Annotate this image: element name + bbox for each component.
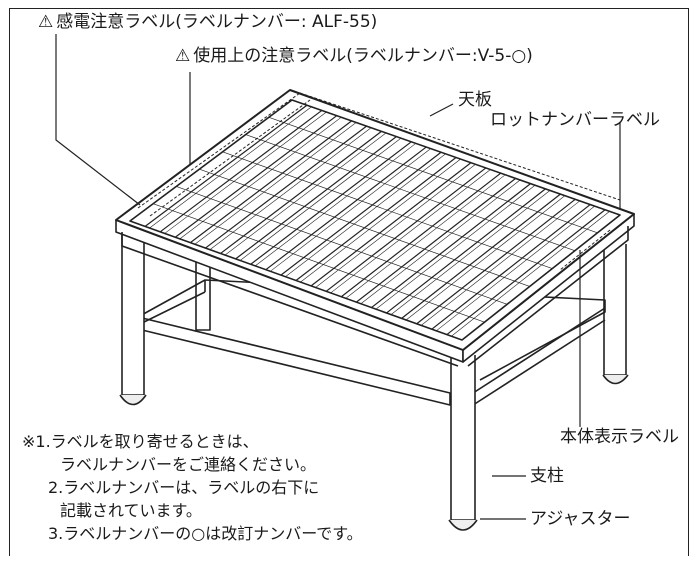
- grating-bar: [174, 115, 338, 238]
- grating-bar: [295, 157, 457, 281]
- electric-warning-text: 感電注意ラベル(ラベルナンバー: ALF-55): [56, 12, 378, 32]
- grating-crossbar: [222, 151, 553, 269]
- grating-bar-edge: [345, 174, 505, 299]
- note-line-5: 3.ラベルナンバーの○は改訂ナンバーです。: [48, 524, 363, 543]
- adjuster-label: アジャスター: [530, 509, 631, 529]
- pillar-label: 支柱: [530, 466, 564, 486]
- grating-bar: [159, 109, 323, 233]
- warning-icon: ⚠: [38, 12, 54, 32]
- usage-warning-label: ⚠使用上の注意ラベル(ラベルナンバー:V-5-○): [175, 46, 533, 66]
- grating-bar-edge: [148, 106, 312, 229]
- note-line-2: ラベルナンバーをご連絡ください。: [60, 455, 317, 474]
- note-line-3: 2.ラベルナンバーは、ラベルの右下に: [48, 478, 320, 497]
- back-leg-left: [195, 255, 211, 331]
- grating-bar-edge: [405, 195, 565, 321]
- grating-crossbar: [268, 116, 598, 234]
- label-positions: [137, 92, 621, 271]
- grating-bar: [355, 177, 517, 303]
- diagram-frame: [9, 8, 689, 556]
- back-leg-right: [602, 244, 629, 385]
- grating-crossbar: [153, 203, 485, 323]
- grating-bar-edge: [254, 143, 416, 267]
- grating-bar: [280, 151, 442, 276]
- grating-bar: [371, 183, 531, 309]
- body-display-label: 本体表示ラベル: [560, 427, 679, 447]
- front-leg-left: [119, 235, 147, 406]
- grating-bar: [310, 162, 472, 287]
- usage-warning-text: 使用上の注意ラベル(ラベルナンバー:V-5-○): [193, 46, 533, 66]
- grating-bar-edge: [360, 180, 520, 305]
- grating-bar-edge: [435, 206, 595, 332]
- note-line-1: ※1.ラベルを取り寄せるときは、: [22, 432, 259, 451]
- grating-bar: [250, 141, 412, 265]
- grating-bar-edge: [329, 169, 491, 294]
- grating-bar: [416, 198, 576, 325]
- leader-lines: [55, 34, 621, 520]
- grating-bar-edge: [390, 190, 550, 316]
- grating-bar-edge: [224, 133, 386, 256]
- grating-bar: [401, 193, 561, 319]
- grating-bar-edge: [164, 112, 326, 235]
- grating-bar: [220, 130, 382, 254]
- grating-bar: [190, 120, 352, 244]
- grating-crossbar: [245, 134, 575, 252]
- grating-bar-edge: [314, 164, 476, 289]
- grating-bar: [144, 104, 308, 227]
- grating-bar: [325, 167, 487, 292]
- grating-bar-edge: [284, 154, 446, 278]
- grating-bar-edge: [194, 122, 356, 245]
- front-leg-center: [448, 355, 478, 531]
- electric-warning-label: ⚠感電注意ラベル(ラベルナンバー: ALF-55): [38, 12, 377, 32]
- lot-number-label: ロットナンバーラベル: [490, 110, 660, 130]
- grating-bar: [205, 125, 367, 249]
- lower-stretcher: [137, 279, 606, 408]
- grating-crossbar: [199, 168, 530, 287]
- grating-crossbar: [176, 186, 508, 305]
- grating-bar: [386, 188, 546, 314]
- grating-bar-edge: [375, 185, 535, 310]
- grating-bar: [265, 146, 427, 271]
- top-plate-label: 天板: [458, 90, 492, 110]
- note-line-4: 記載されています。: [60, 501, 202, 520]
- warning-icon: ⚠: [175, 46, 191, 66]
- grating-bar-edge: [420, 201, 580, 327]
- grating-bar: [431, 204, 591, 330]
- grating-bar-edge: [450, 211, 610, 337]
- top-skirt: [115, 213, 635, 367]
- grating-bar-edge: [209, 127, 371, 251]
- grating-bar: [235, 136, 397, 260]
- grating-bar-edge: [179, 117, 341, 240]
- grating-bar-edge: [299, 159, 461, 283]
- grating-bar-edge: [269, 148, 431, 272]
- grating-bars: [144, 104, 610, 337]
- grating-bar: [340, 172, 502, 298]
- grating-bar-edge: [239, 138, 401, 262]
- grating-bar: [446, 209, 606, 336]
